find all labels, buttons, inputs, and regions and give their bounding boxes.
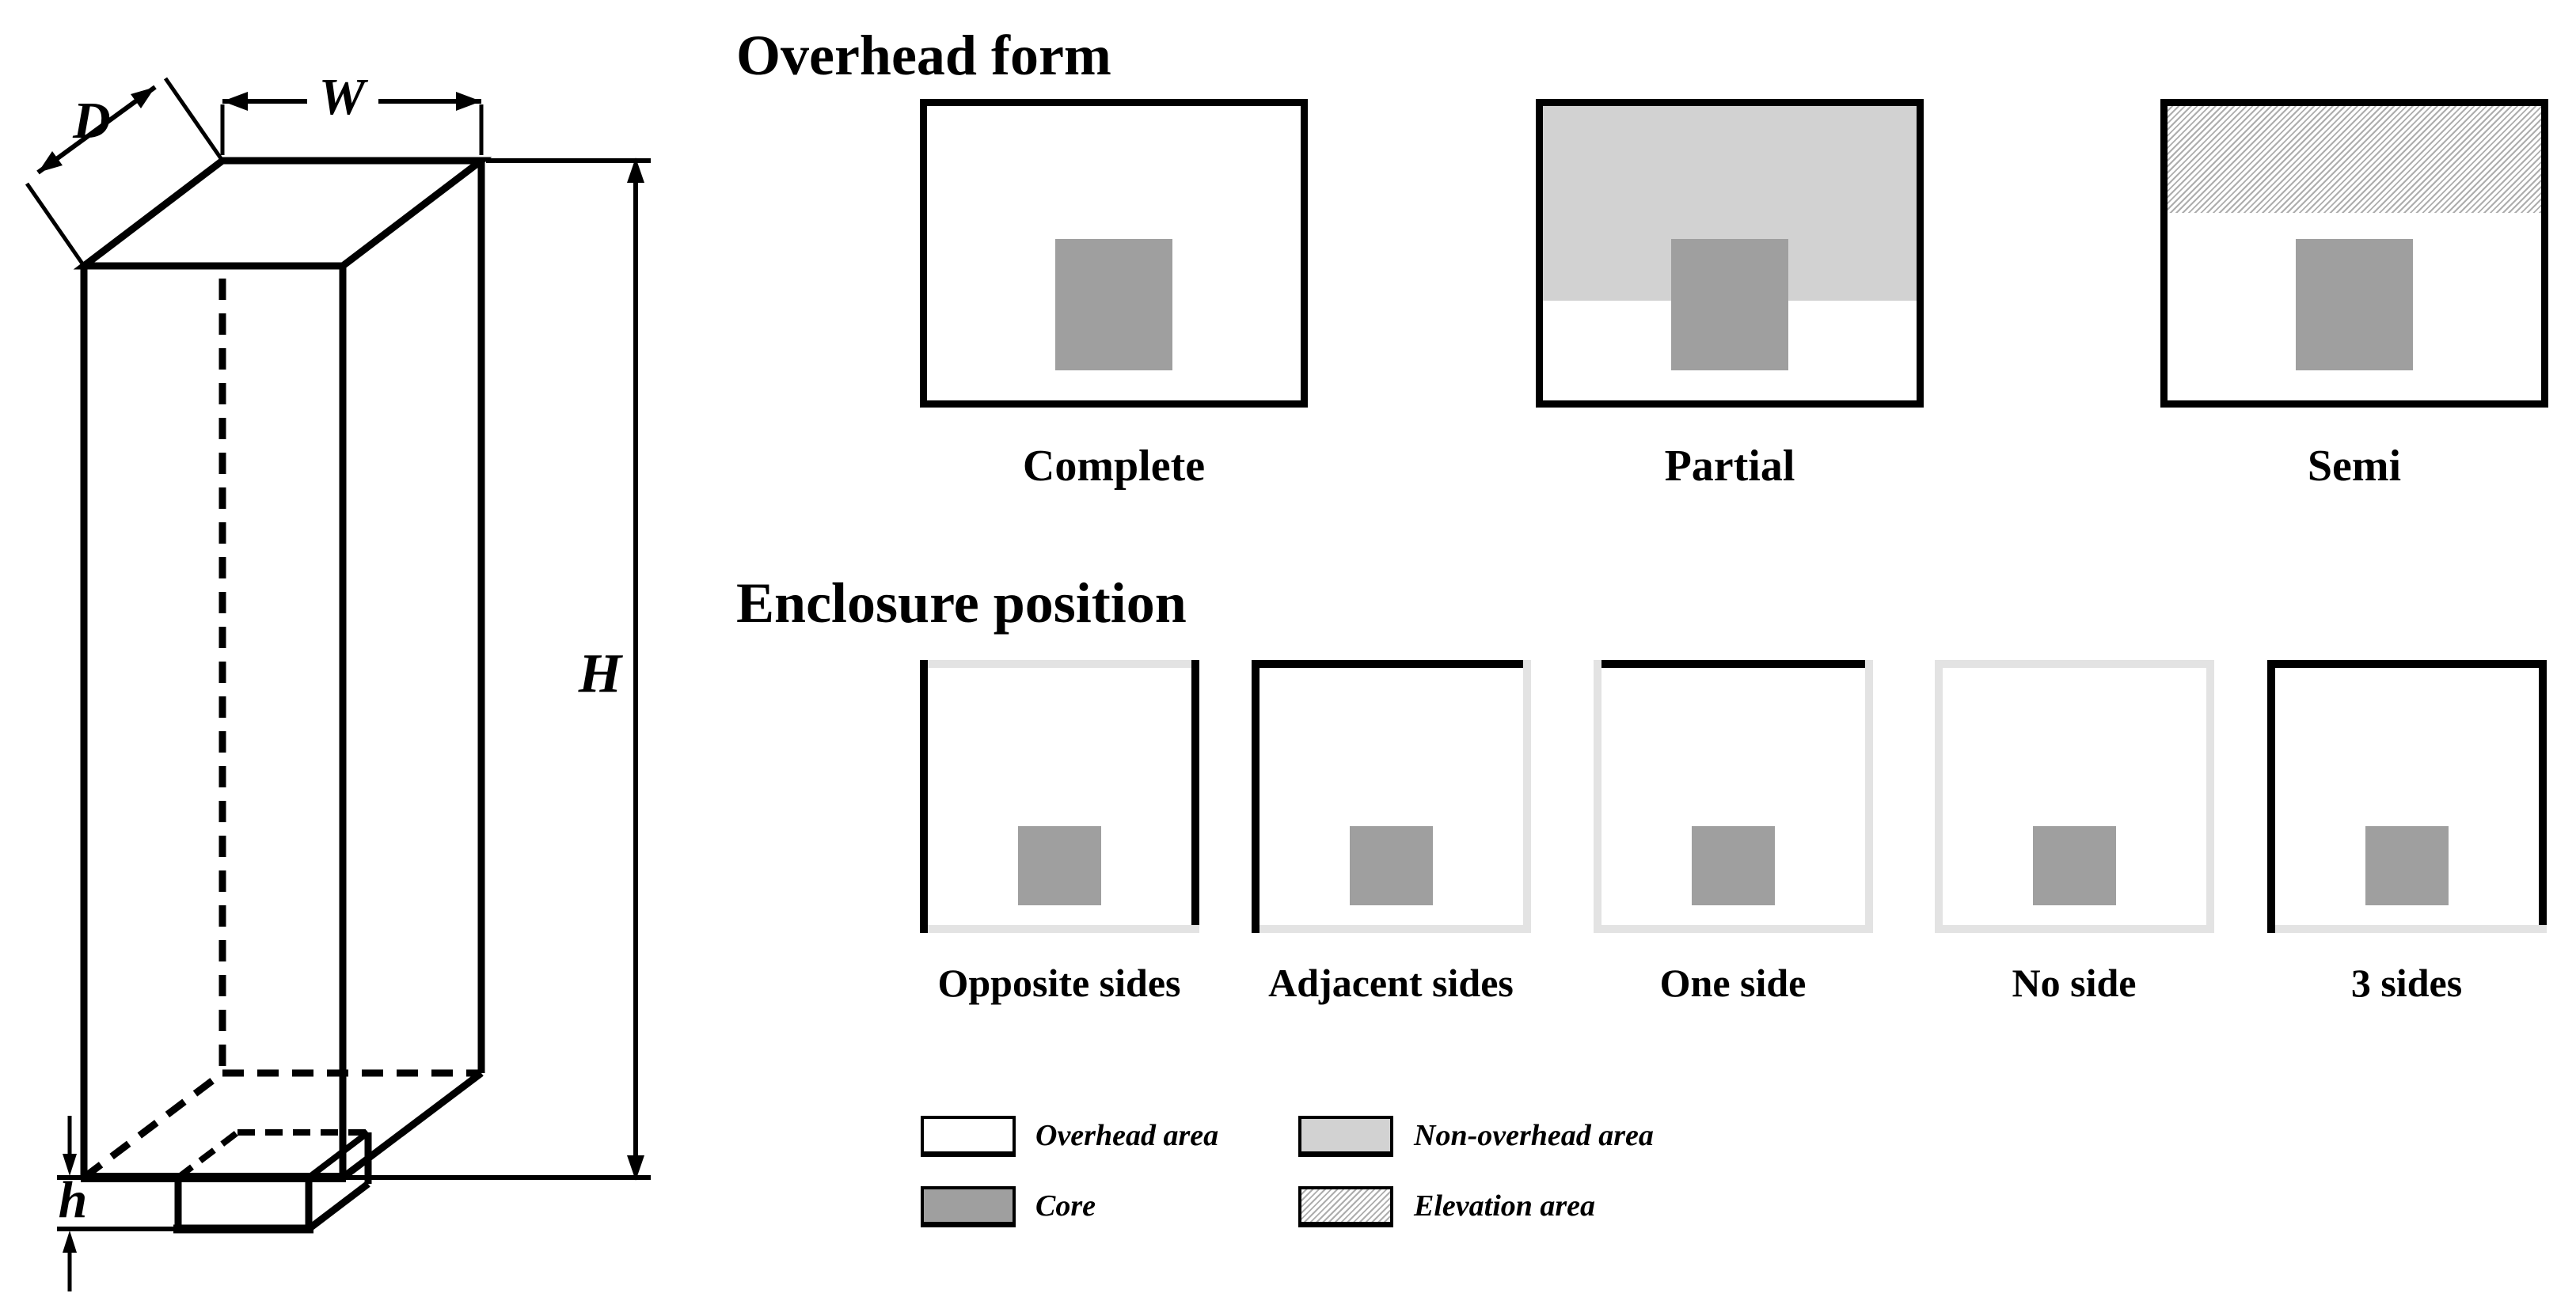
enclosure-border-top-closed: [2267, 660, 2547, 668]
depth-extension-back: [163, 77, 225, 162]
enclosure-one-side-box: [1594, 660, 1873, 933]
tower-hidden-bottom-left-edge: [82, 1070, 225, 1181]
enclosure-border-bottom-open: [1935, 925, 2214, 933]
tower-bottom-right-edge: [340, 1070, 484, 1181]
overhead-semi-label: Semi: [2307, 442, 2402, 491]
enclosure-border-bottom-open: [1594, 925, 1873, 933]
enclosure-no-side-box: [1935, 660, 2214, 933]
podium-height-arrowhead-down: [63, 1154, 77, 1176]
enclosure-border-left-open: [1594, 660, 1601, 933]
height-arrowhead-bottom: [627, 1155, 644, 1181]
enclosure-border-left-closed: [2267, 660, 2275, 933]
enclosure-border-left-closed: [1252, 660, 1260, 933]
core-swatch: [1350, 826, 1433, 905]
enclosure-border-right-open: [2206, 660, 2214, 933]
legend-overhead-area-label: Overhead area: [1035, 1119, 1219, 1152]
width-arrowhead-right: [456, 92, 481, 111]
width-arrowhead-left: [222, 92, 248, 111]
enclosure-border-top-closed: [1252, 660, 1531, 668]
core-swatch: [1018, 826, 1101, 905]
enclosure-adjacent-sides-label: Adjacent sides: [1268, 961, 1514, 1005]
width-label: W: [319, 68, 369, 126]
podium-hidden-top-left-edge: [176, 1129, 240, 1181]
enclosure-3-sides-box: [2267, 660, 2547, 933]
legend-core-label: Core: [1035, 1189, 1096, 1223]
enclosure-opposite-sides-label: Opposite sides: [937, 961, 1181, 1005]
legend-non-overhead-area-swatch: [1298, 1116, 1393, 1157]
enclosure-adjacent-sides-box: [1252, 660, 1531, 933]
enclosure-border-right-closed: [2539, 660, 2547, 933]
enclosure-position-title: Enclosure position: [736, 571, 1187, 635]
podium-height-arrowhead-up: [63, 1231, 77, 1253]
enclosure-border-left-open: [1935, 660, 1943, 933]
legend-overhead-area-swatch: [921, 1116, 1016, 1157]
enclosure-border-top-open: [920, 660, 1199, 668]
core-swatch: [1692, 826, 1775, 905]
enclosure-no-side-label: No side: [2012, 961, 2137, 1005]
core-swatch: [2296, 239, 2413, 370]
core-swatch: [1671, 239, 1788, 370]
enclosure-opposite-sides-box: [920, 660, 1199, 933]
enclosure-border-right-open: [1865, 660, 1873, 933]
depth-dimension-line: [36, 85, 157, 175]
depth-arrowhead-front: [38, 151, 63, 173]
legend-non-overhead-area-label: Non-overhead area: [1414, 1119, 1654, 1152]
legend-elevation-area-label: Elevation area: [1414, 1189, 1596, 1223]
overhead-complete-label: Complete: [1022, 442, 1206, 491]
core-swatch: [2033, 826, 2116, 905]
enclosure-border-left-closed: [920, 660, 928, 933]
enclosure-border-bottom-open: [2267, 925, 2547, 933]
overhead-partial-label: Partial: [1664, 442, 1795, 491]
enclosure-border-bottom-open: [920, 925, 1199, 933]
enclosure-border-right-closed: [1191, 660, 1199, 933]
podium-top-right-edge: [306, 1129, 370, 1181]
depth-extension-front: [25, 182, 86, 267]
podium-height-label: h: [59, 1171, 88, 1229]
height-arrowhead-top: [627, 157, 644, 183]
depth-arrowhead-back: [131, 87, 155, 108]
legend-elevation-area-swatch: [1298, 1186, 1393, 1227]
tower-top-face: [73, 157, 492, 270]
overhead-partial-box: [1536, 99, 1924, 408]
enclosure-border-top-closed: [1594, 660, 1873, 668]
enclosure-border-right-open: [1523, 660, 1531, 933]
core-swatch: [2365, 826, 2449, 905]
elevation-area-region: [2168, 106, 2541, 213]
enclosure-border-bottom-open: [1252, 925, 1531, 933]
overhead-complete-box: [920, 99, 1308, 408]
overhead-semi-box: [2160, 99, 2548, 408]
enclosure-one-side-label: One side: [1659, 961, 1807, 1005]
legend-core-swatch: [921, 1186, 1016, 1227]
core-swatch: [1055, 239, 1172, 370]
podium-bottom-right-edge: [306, 1181, 370, 1232]
height-label: H: [578, 643, 624, 704]
building-wireframe-diagram: D W H h: [25, 68, 651, 1291]
enclosure-border-top-open: [1935, 660, 2214, 668]
enclosure-3-sides-label: 3 sides: [2350, 961, 2463, 1005]
overhead-form-title: Overhead form: [736, 24, 1111, 87]
depth-label: D: [72, 92, 111, 150]
